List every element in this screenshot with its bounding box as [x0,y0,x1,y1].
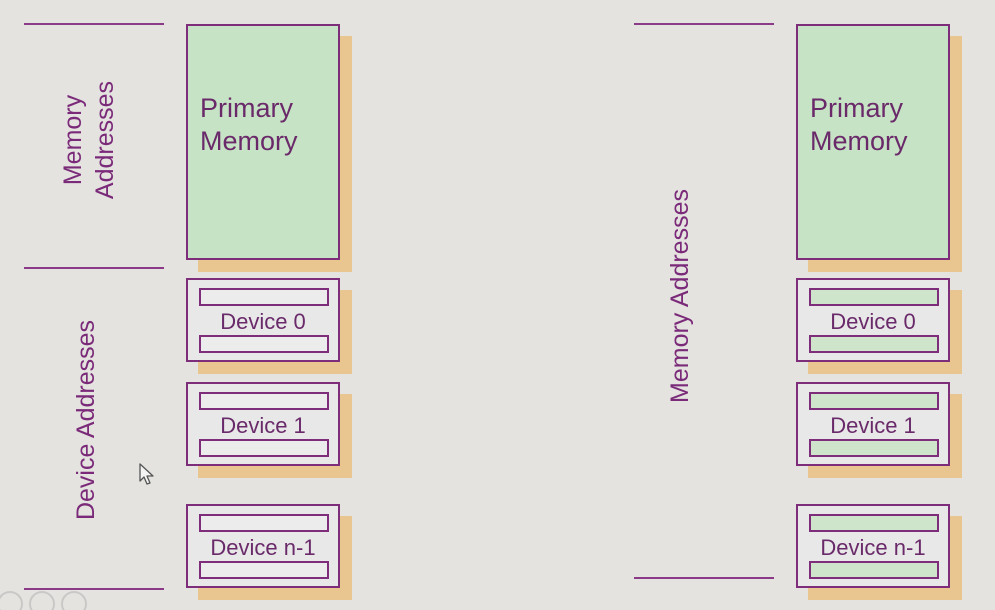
device-addresses-label: Device Addresses [72,319,100,521]
register-slot [199,335,329,353]
memory-device-divider [24,267,164,269]
primary-memory-block: Primary Memory [186,24,340,260]
register-slot [809,561,939,579]
bottom-rule [24,588,164,590]
register-slot [809,335,939,353]
device-label: Device 1 [830,413,916,438]
device-block: Device 1 [186,382,340,466]
device-block: Device 0 [186,278,340,362]
register-slot [199,439,329,457]
register-slot [809,439,939,457]
register-slot [809,514,939,532]
bottom-rule [634,577,774,579]
device-block: Device n-1 [796,504,950,588]
memory-addresses-label: Memory Addresses [59,80,119,200]
top-rule [634,23,774,25]
license-watermark-icon [0,591,87,610]
primary-memory-block: Primary Memory [796,24,950,260]
register-slot [809,392,939,410]
register-slot [809,288,939,306]
primary-memory-label: Primary Memory [810,93,908,156]
device-block: Device n-1 [186,504,340,588]
primary-memory-label: Primary Memory [200,93,298,156]
register-slot [199,288,329,306]
device-block: Device 0 [796,278,950,362]
device-label: Device 0 [220,309,306,334]
mouse-cursor-icon [139,463,154,485]
memory-addresses-label: Memory Addresses [666,189,694,403]
device-label: Device n-1 [820,535,926,560]
register-slot [199,392,329,410]
device-label: Device 0 [830,309,916,334]
top-rule [24,23,164,25]
device-label: Device 1 [220,413,306,438]
register-slot [199,561,329,579]
device-label: Device n-1 [210,535,316,560]
register-slot [199,514,329,532]
device-block: Device 1 [796,382,950,466]
